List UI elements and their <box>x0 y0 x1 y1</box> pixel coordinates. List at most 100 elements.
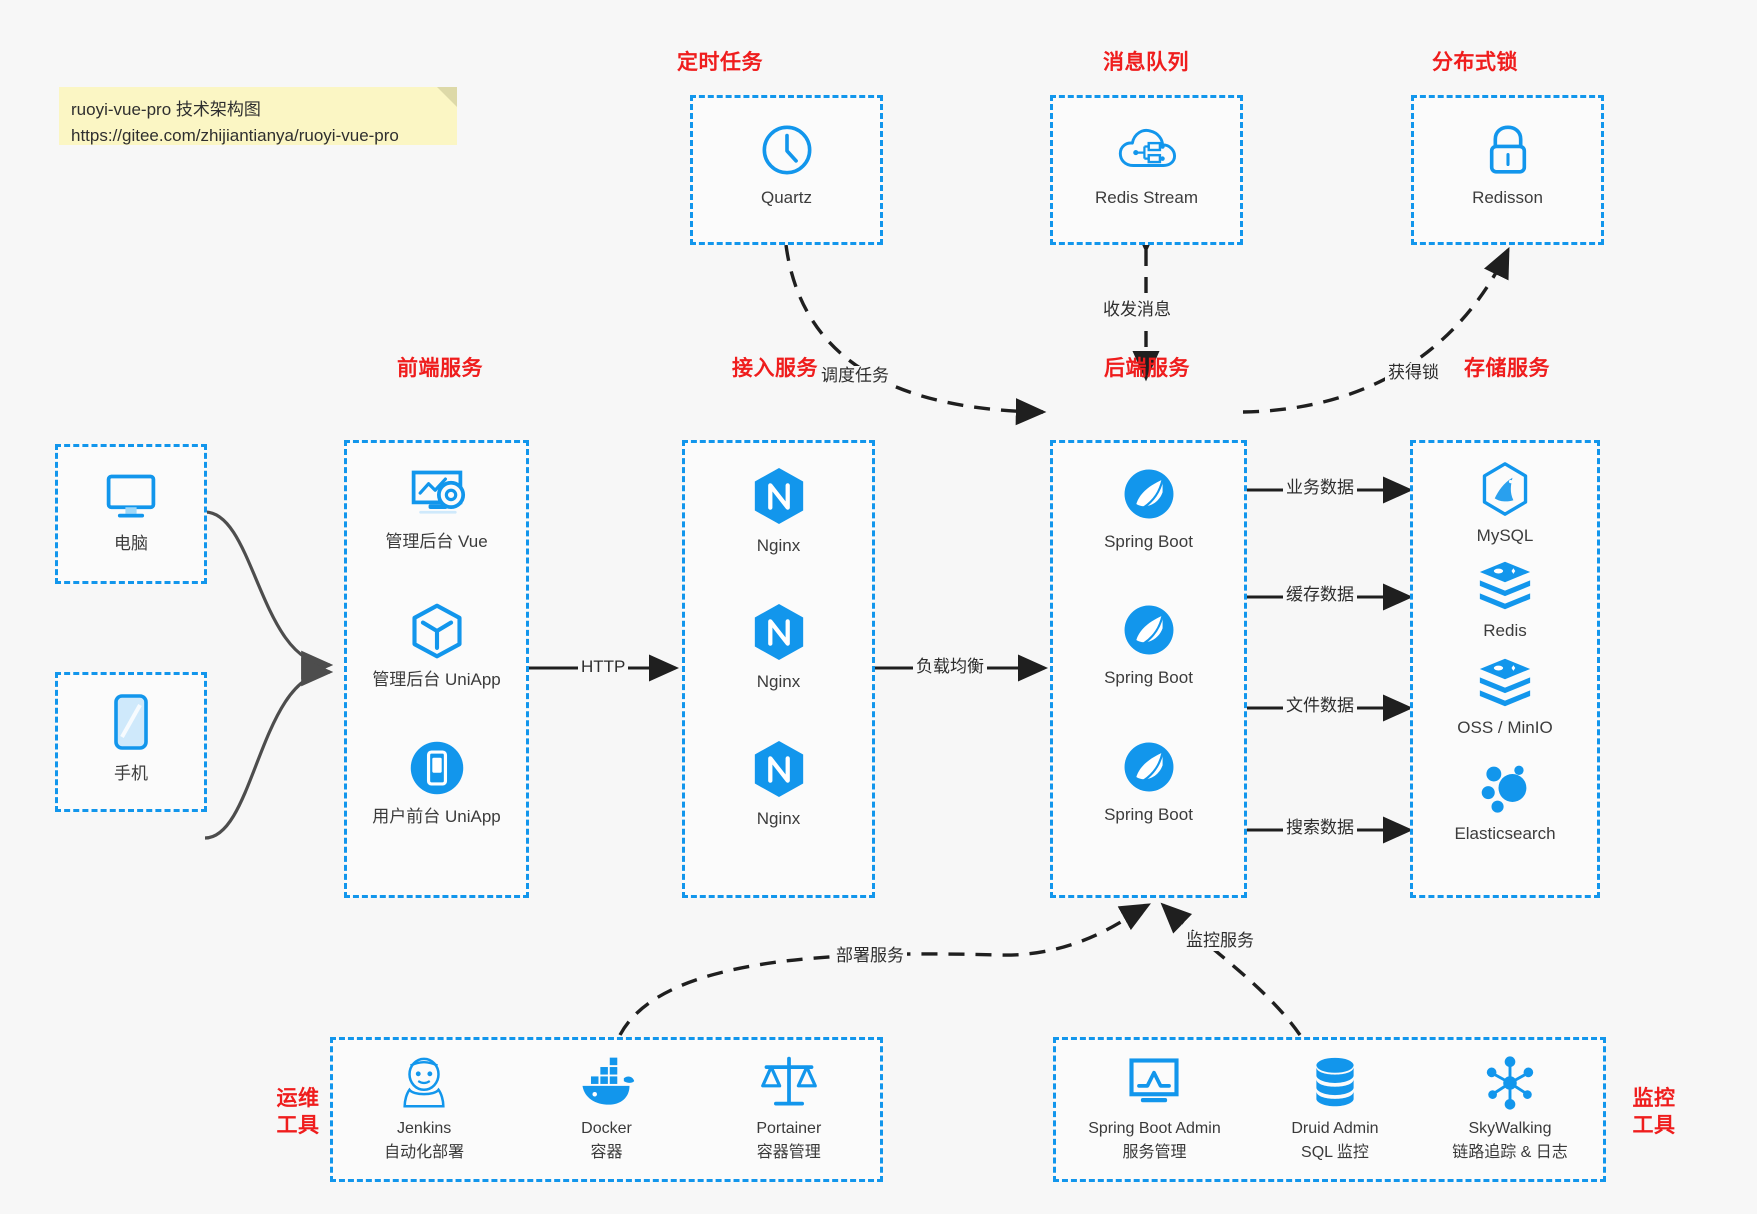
node-sublabel: 服务管理 <box>1122 1144 1187 1161</box>
group-box-mq[interactable]: Redis Stream <box>1050 95 1243 245</box>
spring-icon <box>1124 742 1173 792</box>
edge-label-search-data: 搜索数据 <box>1283 818 1357 838</box>
client-box-phone[interactable]: 手机 <box>55 672 207 812</box>
node-spring-boot-2[interactable]: Spring Boot <box>1053 601 1244 689</box>
edge-label-deploy-service: 部署服务 <box>833 946 907 966</box>
node-label: 管理后台 UniApp <box>372 670 501 689</box>
node-admin-uniapp[interactable]: 管理后台 UniApp <box>347 601 526 691</box>
node-oss-minio[interactable]: OSS / MinIO <box>1413 655 1597 739</box>
note-title: ruoyi-vue-pro 技术架构图 <box>71 100 261 119</box>
node-spring-boot-3[interactable]: Spring Boot <box>1053 738 1244 826</box>
druid-icon <box>1316 1057 1354 1107</box>
note-fold-corner <box>437 87 457 107</box>
group-title-monitor-line2: 工具 <box>1632 1114 1676 1137</box>
node-label: Portainer <box>756 1120 822 1137</box>
node-redis[interactable]: Redis <box>1413 558 1597 642</box>
jenkins-icon <box>403 1057 445 1108</box>
node-redis-stream[interactable]: Redis Stream <box>1053 121 1240 209</box>
nginx-icon <box>754 603 803 661</box>
node-nginx-2[interactable]: Nginx <box>685 601 872 693</box>
node-elasticsearch[interactable]: Elasticsearch <box>1413 761 1597 845</box>
node-nginx-3[interactable]: Nginx <box>685 738 872 830</box>
client-box-desktop[interactable]: 电脑 <box>55 444 207 584</box>
nginx-icon <box>754 467 803 525</box>
lock-icon <box>1489 125 1526 174</box>
group-title-devops-line1: 运维 <box>276 1087 320 1110</box>
spring-boot-admin-icon <box>1129 1058 1180 1103</box>
spring-icon <box>1124 469 1173 519</box>
group-box-lock[interactable]: Redisson <box>1411 95 1604 245</box>
group-title-lock: 分布式锁 <box>1432 51 1518 74</box>
node-label: Jenkins <box>397 1120 452 1137</box>
node-label: Redis Stream <box>1095 188 1198 207</box>
note-url: https://gitee.com/zhijiantianya/ruoyi-vu… <box>71 126 399 145</box>
group-title-gateway: 接入服务 <box>732 357 818 380</box>
node-docker[interactable]: Docker 容器 <box>516 1054 697 1162</box>
node-sublabel: 自动化部署 <box>384 1144 465 1161</box>
node-label: Quartz <box>760 188 813 207</box>
node-quartz[interactable]: Quartz <box>693 121 880 209</box>
node-skywalking[interactable]: SkyWalking 链路追踪 & 日志 <box>1417 1054 1603 1162</box>
node-user-uniapp[interactable]: 用户前台 UniApp <box>347 738 526 828</box>
group-title-storage: 存储服务 <box>1464 357 1550 380</box>
node-sublabel: SQL 监控 <box>1301 1144 1369 1161</box>
group-box-backend[interactable]: Spring Boot Spring Boot Spring Boot <box>1050 440 1247 898</box>
group-title-backend: 后端服务 <box>1104 357 1190 380</box>
node-nginx-1[interactable]: Nginx <box>685 465 872 557</box>
group-box-devops[interactable]: Jenkins 自动化部署 Docker 容器 <box>330 1037 883 1182</box>
docker-icon <box>582 1057 635 1105</box>
node-label: 电脑 <box>114 534 148 553</box>
group-box-monitor[interactable]: Spring Boot Admin 服务管理 Druid Admin SQL 监… <box>1053 1037 1606 1182</box>
node-label: SkyWalking <box>1468 1120 1552 1137</box>
group-box-scheduler[interactable]: Quartz <box>690 95 883 245</box>
redis-icon <box>1479 561 1531 610</box>
mysql-icon <box>1482 462 1528 516</box>
node-label: Docker <box>581 1120 632 1137</box>
node-jenkins[interactable]: Jenkins 自动化部署 <box>334 1054 515 1162</box>
node-label: Redis <box>1483 621 1527 640</box>
desktop-icon <box>106 474 156 518</box>
node-label: 手机 <box>114 764 148 783</box>
edge-label-acquire-lock: 获得锁 <box>1385 363 1442 383</box>
node-spring-boot-admin[interactable]: Spring Boot Admin 服务管理 <box>1056 1054 1253 1162</box>
node-label: Spring Boot <box>1104 805 1193 824</box>
group-title-frontend: 前端服务 <box>397 357 483 380</box>
node-sublabel: 容器管理 <box>756 1144 821 1161</box>
node-label: Spring Boot <box>1104 668 1193 687</box>
node-label: Druid Admin <box>1291 1120 1379 1137</box>
node-sublabel: 容器 <box>590 1144 623 1161</box>
node-label: OSS / MinIO <box>1457 718 1553 737</box>
elasticsearch-icon <box>1481 765 1527 813</box>
group-box-gateway[interactable]: Nginx Nginx Nginx <box>682 440 875 898</box>
node-label: Spring Boot Admin <box>1088 1120 1221 1137</box>
node-admin-vue[interactable]: 管理后台 Vue <box>347 465 526 553</box>
nginx-icon <box>754 740 803 798</box>
node-druid-admin[interactable]: Druid Admin SQL 监控 <box>1253 1054 1417 1162</box>
edge-label-http: HTTP <box>578 657 629 677</box>
node-label: Nginx <box>756 672 801 691</box>
group-box-storage[interactable]: MySQL Redis OSS / MinIO <box>1410 440 1600 898</box>
node-phone[interactable]: 手机 <box>58 693 204 785</box>
node-desktop[interactable]: 电脑 <box>58 469 204 555</box>
clock-icon <box>762 125 811 175</box>
edge-label-schedule-task: 调度任务 <box>818 366 892 386</box>
node-label: 用户前台 UniApp <box>372 807 501 826</box>
info-note: ruoyi-vue-pro 技术架构图 https://gitee.com/zh… <box>59 87 457 145</box>
node-label: Nginx <box>756 809 801 828</box>
edge-label-file-data: 文件数据 <box>1283 696 1357 716</box>
cube-icon <box>411 603 462 659</box>
cloud-stream-icon <box>1118 128 1176 167</box>
monitor-gear-icon <box>411 470 465 514</box>
group-title-monitor-line1: 监控 <box>1632 1087 1676 1110</box>
group-title-mq: 消息队列 <box>1103 51 1189 74</box>
node-redisson[interactable]: Redisson <box>1414 121 1601 209</box>
node-label: Elasticsearch <box>1454 824 1556 843</box>
group-box-frontend[interactable]: 管理后台 Vue 管理后台 UniApp 用户前台 UniApp <box>344 440 529 898</box>
node-portainer[interactable]: Portainer 容器管理 <box>699 1054 880 1162</box>
phone-icon <box>114 694 148 750</box>
skywalking-icon <box>1486 1056 1534 1110</box>
edge-label-monitor-service: 监控服务 <box>1183 931 1257 951</box>
node-mysql[interactable]: MySQL <box>1413 461 1597 547</box>
node-spring-boot-1[interactable]: Spring Boot <box>1053 465 1244 553</box>
